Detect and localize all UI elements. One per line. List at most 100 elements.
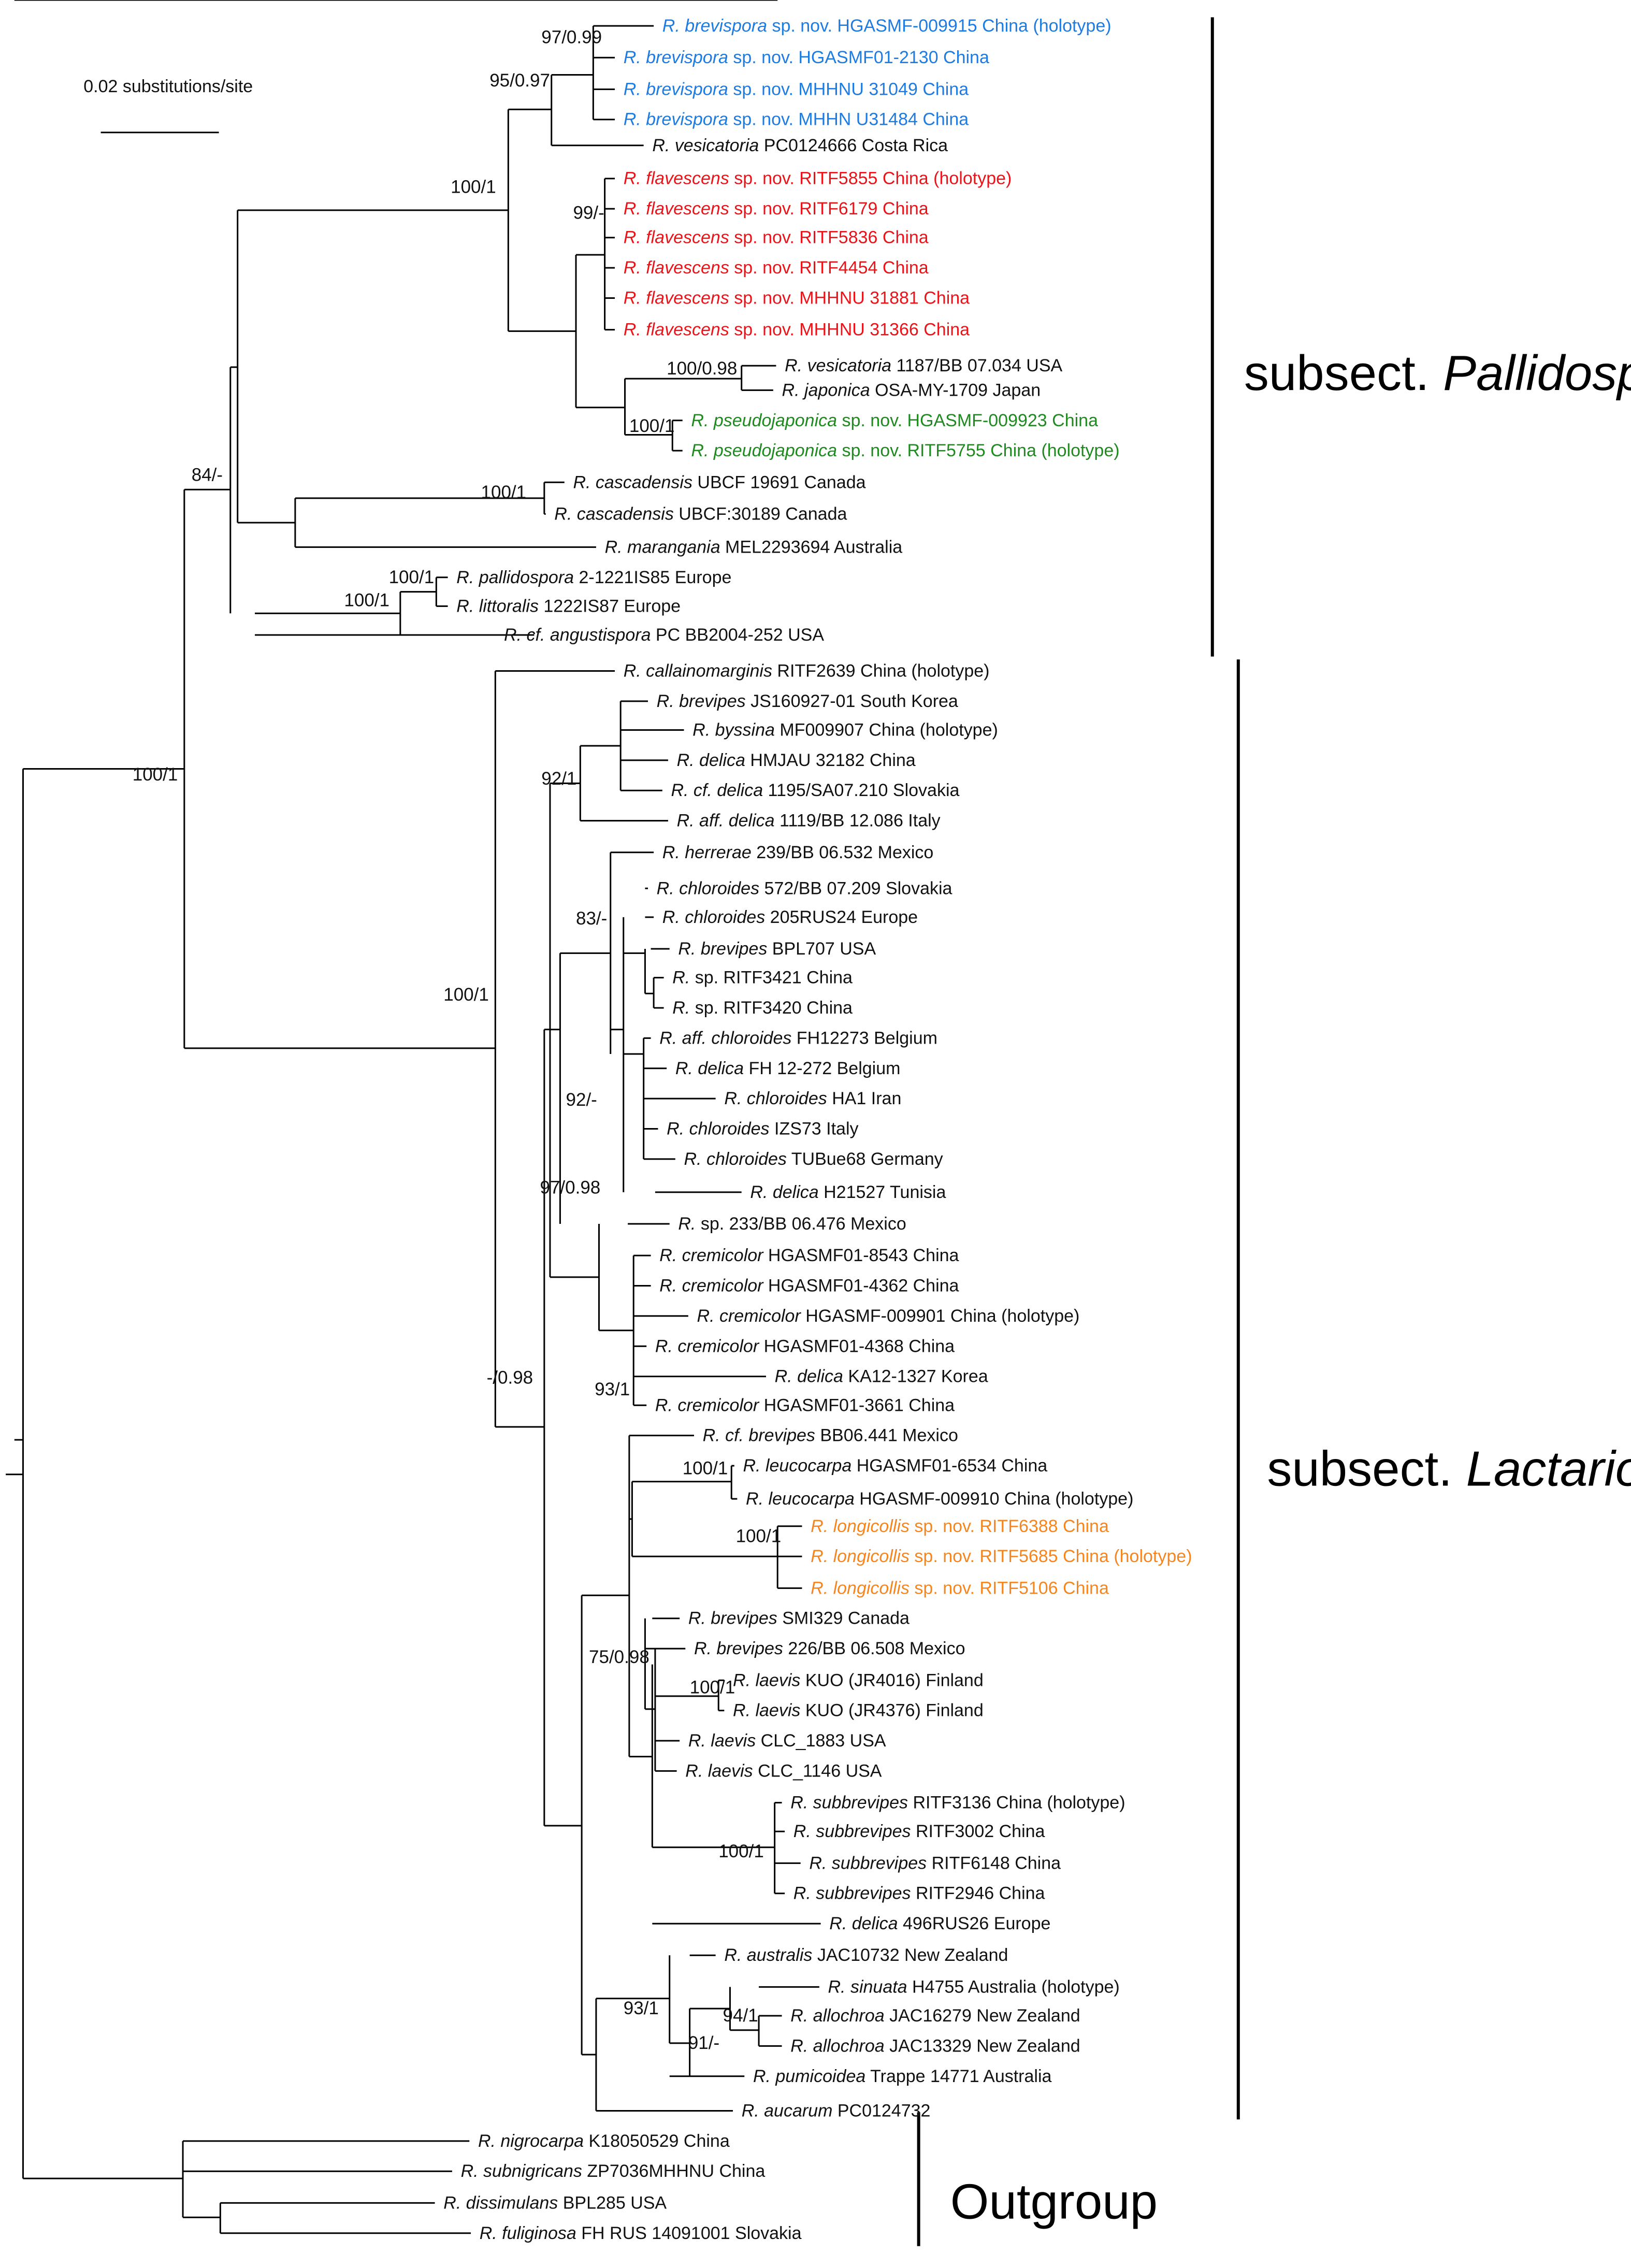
taxon-species: R. aucarum bbox=[742, 2101, 833, 2120]
taxon-species: delica bbox=[717, 781, 763, 800]
taxon-voucher: RITF3002 China bbox=[911, 1822, 1045, 1841]
taxon-label: R. chloroides 572/BB 07.209 Slovakia bbox=[657, 878, 952, 898]
taxon-voucher: 1195/SA07.210 Slovakia bbox=[763, 781, 959, 800]
taxon-prefix: R. cf. bbox=[671, 781, 717, 800]
taxon-label: R. callainomarginis RITF2639 China (holo… bbox=[624, 661, 990, 681]
taxon-label: R. delica KA12-1327 Korea bbox=[775, 1367, 988, 1386]
taxon-voucher: HGASMF-009910 China (holotype) bbox=[855, 1489, 1134, 1509]
support-value: 100/1 bbox=[389, 567, 435, 587]
taxon-species: R. flavescens bbox=[624, 228, 729, 248]
taxon-label: R. flavescens sp. nov. RITF6179 China bbox=[624, 199, 929, 219]
taxon-voucher: HMJAU 32182 China bbox=[745, 750, 916, 770]
taxon-species: R. pseudojaponica bbox=[691, 441, 837, 460]
taxon-label: R. herrerae 239/BB 06.532 Mexico bbox=[662, 843, 934, 862]
taxon-voucher: KUO (JR4016) Finland bbox=[800, 1670, 983, 1690]
taxon-voucher: PC BB2004-252 USA bbox=[651, 625, 824, 645]
taxon-voucher: sp. RITF3421 China bbox=[690, 968, 853, 988]
taxon-label: R. sp. RITF3420 China bbox=[672, 998, 853, 1018]
taxon-species: R. subbrevipes bbox=[809, 1853, 927, 1873]
taxon-prefix: R. aff. bbox=[677, 811, 729, 831]
taxon-label: R. subbrevipes RITF3002 China bbox=[793, 1822, 1045, 1841]
taxon-species: R. callainomarginis bbox=[624, 661, 772, 681]
taxon-label: R. flavescens sp. nov. MHHNU 31366 China bbox=[624, 320, 970, 340]
taxon-voucher: HGASMF-009901 China (holotype) bbox=[801, 1306, 1080, 1326]
taxon-voucher: H21527 Tunisia bbox=[819, 1182, 946, 1202]
taxon-voucher: 239/BB 06.532 Mexico bbox=[752, 843, 934, 862]
taxon-label: R. brevispora sp. nov. MHHNU 31049 China bbox=[624, 79, 969, 99]
taxon-voucher: JAC16279 New Zealand bbox=[885, 2006, 1080, 2026]
taxon-label: R. delica H21527 Tunisia bbox=[750, 1182, 946, 1202]
taxon-species: R. vesicatoria bbox=[785, 356, 891, 375]
taxon-label: R. brevipes 226/BB 06.508 Mexico bbox=[694, 1639, 965, 1658]
taxon-label: R. chloroides 205RUS24 Europe bbox=[662, 907, 918, 927]
clade-name: Outgroup bbox=[950, 2174, 1158, 2229]
support-value: 97/0.98 bbox=[540, 1178, 601, 1198]
taxon-voucher: PC0124666 Costa Rica bbox=[759, 136, 948, 155]
taxon-label: R. japonica OSA-MY-1709 Japan bbox=[782, 380, 1041, 400]
taxon-voucher: 226/BB 06.508 Mexico bbox=[783, 1639, 965, 1658]
taxon-voucher: sp. nov. RITF5106 China bbox=[910, 1578, 1109, 1598]
taxon-label: R. laevis CLC_1883 USA bbox=[688, 1731, 886, 1751]
taxon-species: R. brevipes bbox=[694, 1639, 783, 1658]
taxon-species: R. laevis bbox=[685, 1761, 753, 1781]
taxon-species: R. subbrevipes bbox=[793, 1884, 911, 1903]
taxon-label: R. nigrocarpa K18050529 China bbox=[478, 2131, 730, 2151]
taxon-species: R. chloroides bbox=[657, 878, 759, 898]
taxon-species: R. laevis bbox=[688, 1731, 756, 1751]
taxon-label: R. cf. brevipes BB06.441 Mexico bbox=[703, 1426, 958, 1446]
taxon-label: R. chloroides TUBue68 Germany bbox=[684, 1149, 943, 1169]
taxon-label: R. cremicolor HGASMF01-4368 China bbox=[655, 1336, 955, 1356]
taxon-label: R. brevispora sp. nov. HGASMF-009915 Chi… bbox=[662, 16, 1112, 36]
taxon-voucher: JAC13329 New Zealand bbox=[885, 2036, 1080, 2056]
clade-prefix: subsect. bbox=[1267, 1441, 1466, 1496]
taxon-label: R. sinuata H4755 Australia (holotype) bbox=[828, 1977, 1120, 1997]
support-value: 100/1 bbox=[629, 416, 675, 436]
support-value: 100/1 bbox=[443, 985, 489, 1005]
taxon-species: R. pseudojaponica bbox=[691, 411, 837, 430]
support-value: 92/1 bbox=[541, 769, 576, 789]
taxon-voucher: JAC10732 New Zealand bbox=[812, 1945, 1008, 1965]
taxon-voucher: CLC_1883 USA bbox=[756, 1731, 886, 1751]
taxon-prefix: R. aff. bbox=[659, 1028, 711, 1048]
taxon-label: R. chloroides HA1 Iran bbox=[724, 1089, 901, 1108]
taxon-voucher: UBCF 19691 Canada bbox=[692, 472, 866, 492]
taxon-label: R. longicollis sp. nov. RITF5106 China bbox=[811, 1578, 1109, 1598]
taxon-label: R. laevis CLC_1146 USA bbox=[685, 1761, 882, 1781]
taxon-label: R. delica 496RUS26 Europe bbox=[829, 1914, 1050, 1933]
taxon-voucher: HGASMF01-6534 China bbox=[851, 1456, 1047, 1476]
taxon-label: R. flavescens sp. nov. RITF5836 China bbox=[624, 228, 929, 248]
taxon-label: R. cf. angustispora PC BB2004-252 USA bbox=[504, 625, 824, 645]
taxon-voucher: OSA-MY-1709 Japan bbox=[870, 380, 1041, 400]
taxon-species: R. allochroa bbox=[790, 2006, 884, 2026]
support-value: 94/1 bbox=[723, 2005, 758, 2026]
support-value: 97/0.99 bbox=[541, 27, 602, 47]
taxon-species: R. leucocarpa bbox=[746, 1489, 855, 1509]
support-value: 83/- bbox=[576, 908, 607, 929]
taxon-label: R. allochroa JAC13329 New Zealand bbox=[790, 2036, 1080, 2056]
taxon-species: brevipes bbox=[748, 1426, 815, 1446]
taxon-label: R. longicollis sp. nov. RITF5685 China (… bbox=[811, 1547, 1192, 1566]
taxon-species: R. allochroa bbox=[790, 2036, 884, 2056]
taxon-species: R. flavescens bbox=[624, 258, 729, 278]
support-value: 100/1 bbox=[481, 482, 527, 502]
taxon-species: R. dissimulans bbox=[443, 2193, 558, 2213]
taxon-label: R. delica HMJAU 32182 China bbox=[677, 750, 916, 770]
taxon-species: R. delica bbox=[829, 1914, 898, 1933]
taxon-voucher: H4755 Australia (holotype) bbox=[907, 1977, 1120, 1997]
taxon-species: R. flavescens bbox=[624, 169, 729, 189]
taxon-voucher: JS160927-01 South Korea bbox=[746, 691, 958, 711]
taxon-species: R. chloroides bbox=[662, 907, 765, 927]
support-value: 100/1 bbox=[736, 1526, 782, 1546]
taxon-label: R. chloroides IZS73 Italy bbox=[667, 1119, 858, 1139]
taxon-label: R. fuliginosa FH RUS 14091001 Slovakia bbox=[480, 2223, 802, 2243]
taxon-species: R. fuliginosa bbox=[480, 2223, 576, 2243]
taxon-label: R. cremicolor HGASMF-009901 China (holot… bbox=[697, 1306, 1080, 1326]
taxon-voucher: IZS73 Italy bbox=[770, 1119, 859, 1139]
taxon-species: R. subbrevipes bbox=[793, 1822, 911, 1841]
taxon-species: R. brevispora bbox=[624, 79, 728, 99]
taxon-species: R. cremicolor bbox=[659, 1246, 764, 1265]
taxon-voucher: 572/BB 07.209 Slovakia bbox=[759, 878, 952, 898]
taxon-species: R. bbox=[672, 968, 690, 988]
taxon-label: R. littoralis 1222IS87 Europe bbox=[456, 596, 681, 616]
taxon-species: delica bbox=[729, 811, 775, 831]
